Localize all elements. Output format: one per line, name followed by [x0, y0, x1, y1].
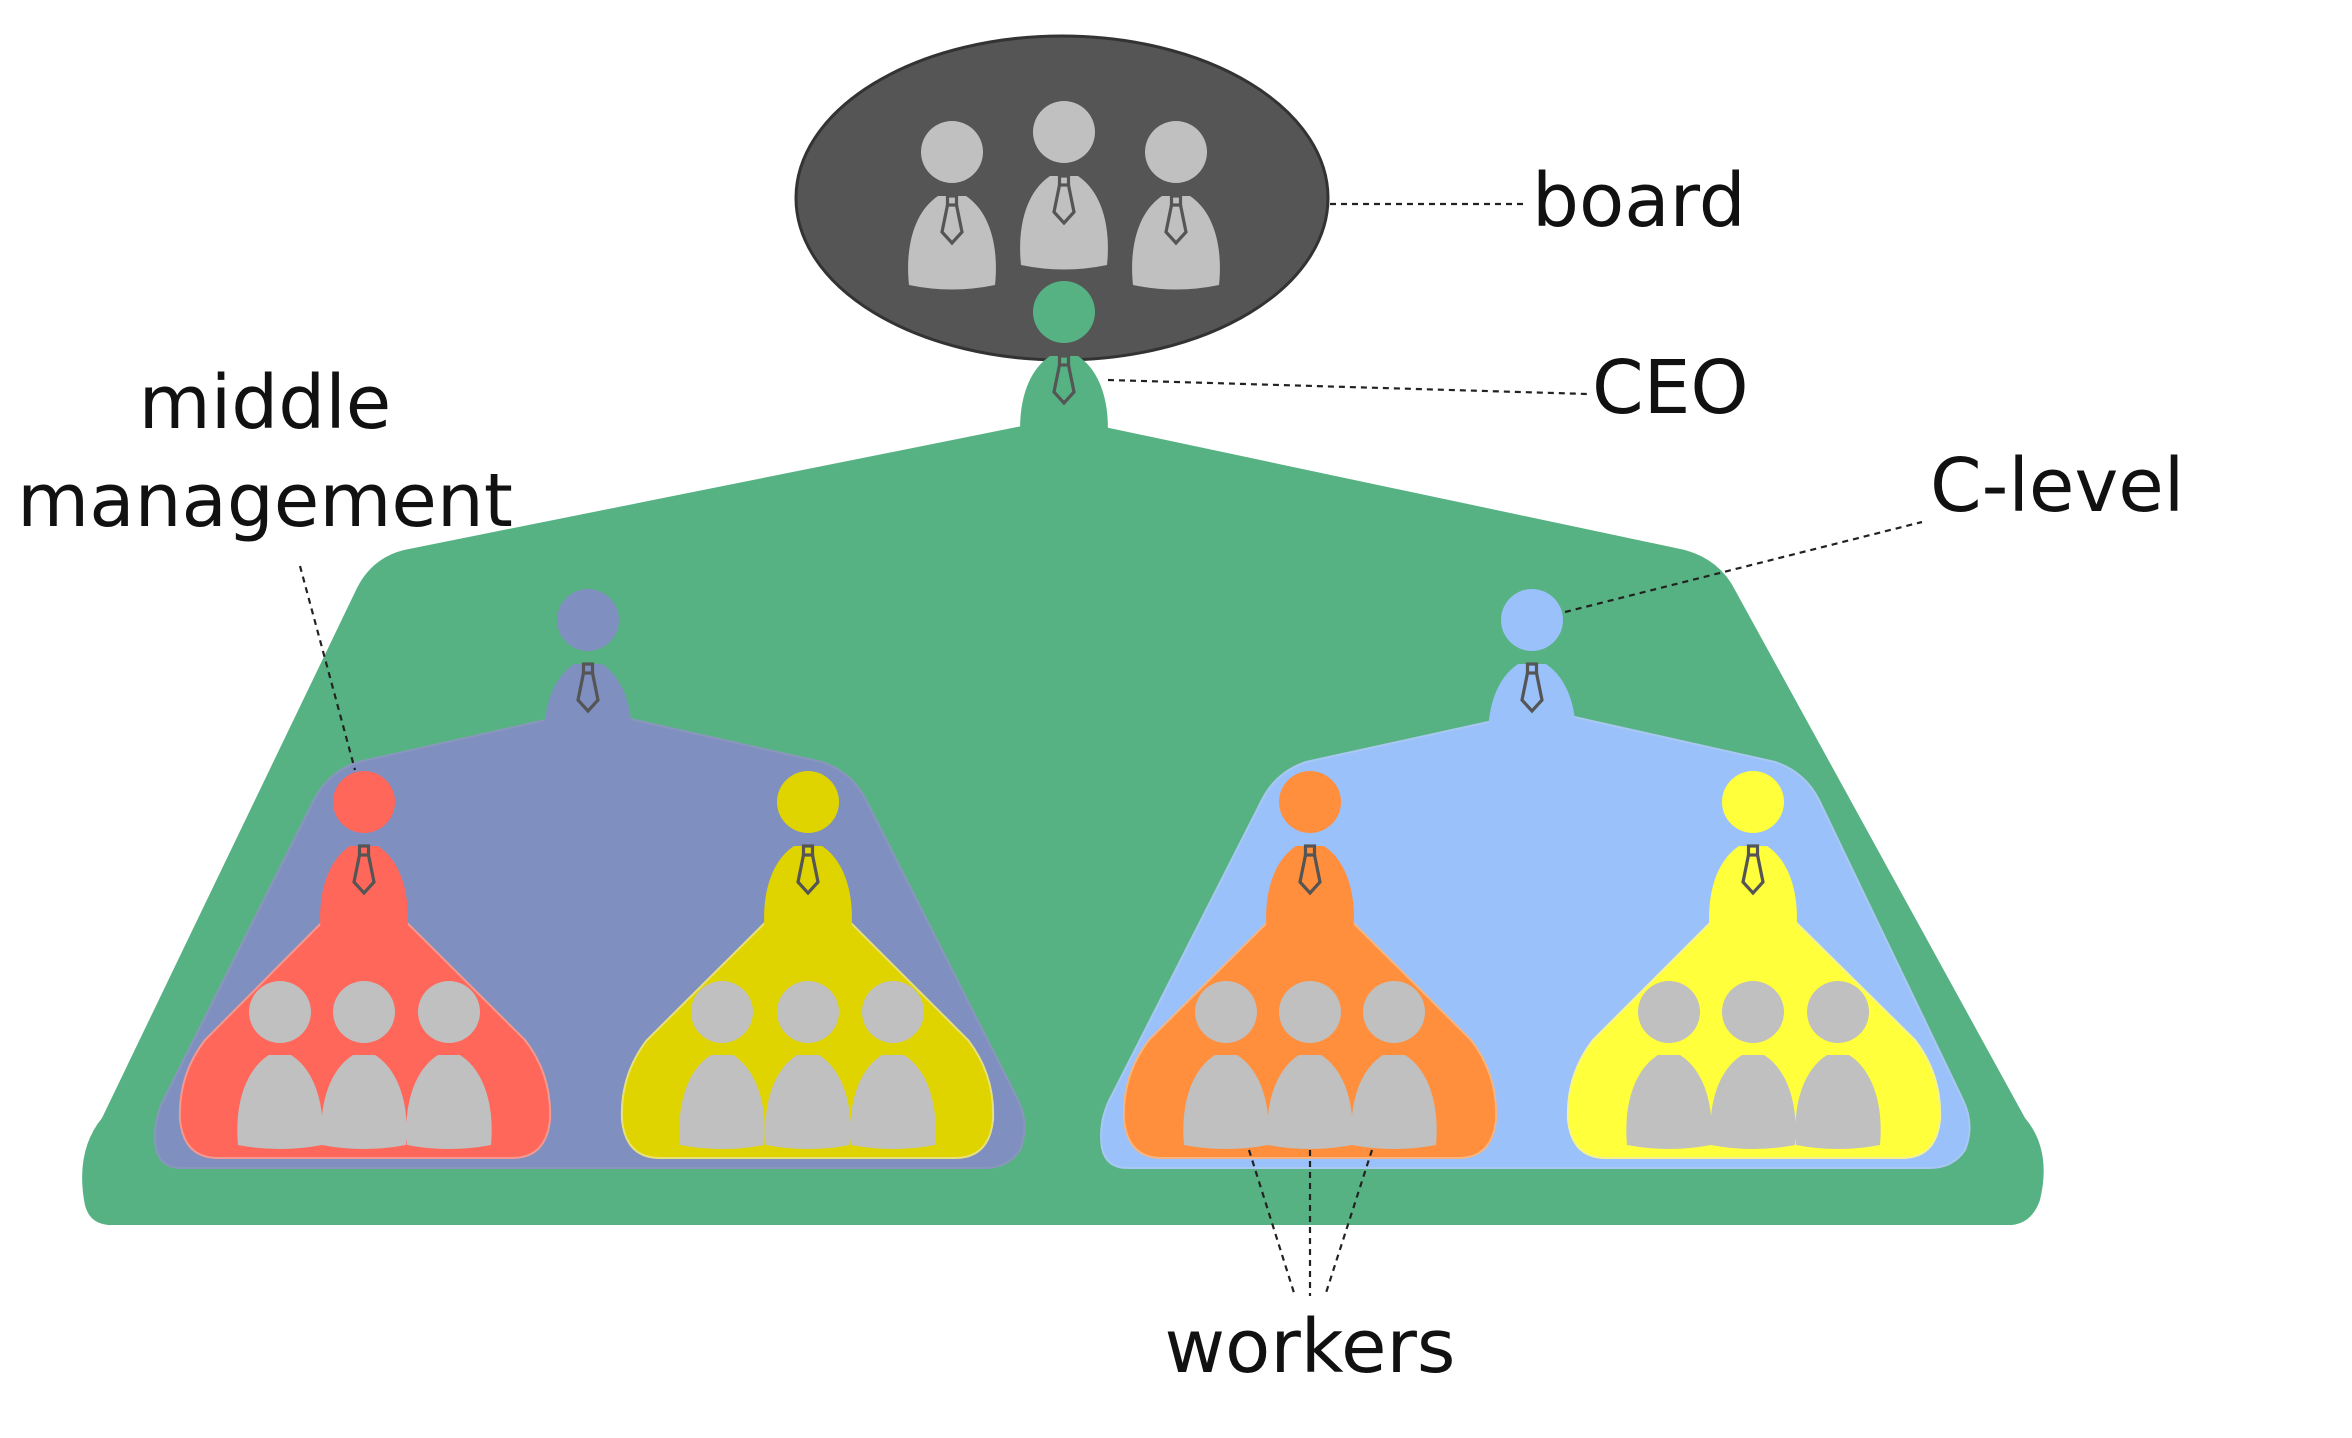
- board-label: board: [1532, 158, 1746, 244]
- ceo-leader-line: [1107, 378, 1589, 396]
- workers-leader-line: [1323, 1149, 1374, 1297]
- middle-management-label-line1: middle: [139, 360, 392, 446]
- workers-leader-line: [1247, 1149, 1297, 1297]
- middle-management-leader-line: [298, 565, 357, 771]
- workers-label: workers: [1165, 1304, 1456, 1390]
- c-level-label: C-level: [1930, 443, 2184, 529]
- ceo-label: CEO: [1592, 345, 1749, 431]
- middle-management-label-line2: management: [17, 458, 513, 544]
